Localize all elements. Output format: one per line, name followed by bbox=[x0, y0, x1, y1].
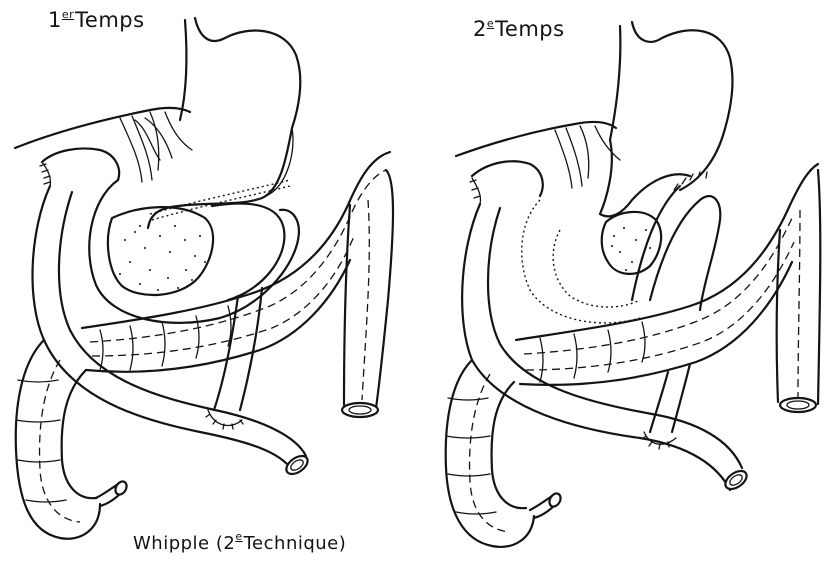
mid-limb-sutures-2 bbox=[642, 432, 676, 449]
liver-edge-2 bbox=[456, 122, 616, 156]
duodenum-stump bbox=[42, 149, 119, 181]
panel-label-second-stage: 2eTemps bbox=[473, 17, 565, 41]
bile-duct bbox=[135, 118, 172, 160]
panel-label-superscript: e bbox=[487, 17, 494, 30]
panel-second-stage bbox=[446, 22, 821, 547]
left-loop-outer bbox=[33, 186, 292, 470]
left-loop-open-end-2 bbox=[722, 467, 750, 492]
resected-region-inner bbox=[553, 230, 640, 307]
ascending-colon-outer-2 bbox=[446, 360, 534, 547]
right-limb-dash-2 bbox=[798, 210, 800, 398]
transverse-colon-top bbox=[82, 152, 390, 328]
pancreas-stump bbox=[108, 207, 213, 295]
caption-part-b: Technique) bbox=[244, 533, 347, 554]
stomach-outline bbox=[148, 18, 300, 228]
appendix-tip bbox=[113, 479, 129, 496]
duodenal-c-loop-outer bbox=[89, 180, 299, 323]
stomach-upper-line bbox=[180, 20, 186, 120]
ascending-colon-haustra bbox=[16, 380, 66, 502]
resected-region-outline bbox=[522, 200, 640, 323]
mid-limb-left-2 bbox=[650, 372, 668, 432]
panel-label-word: Temps bbox=[495, 17, 564, 41]
stump-sutures-2 bbox=[470, 178, 481, 204]
transverse-colon-top-2 bbox=[516, 164, 818, 340]
ascending-colon-haustra-2 bbox=[446, 398, 496, 514]
ascending-colon-inner bbox=[62, 370, 96, 498]
stomach-stump-2 bbox=[600, 140, 690, 216]
caption-superscript: e bbox=[235, 530, 242, 543]
pancreas-sutures bbox=[150, 180, 290, 220]
right-limb-right-wall-2 bbox=[818, 170, 820, 404]
ascending-colon-inner-2 bbox=[492, 382, 526, 508]
right-limb-left-wall-2 bbox=[777, 230, 780, 402]
ascending-colon-dash-2 bbox=[470, 374, 510, 532]
panel-label-first-stage: 1erTemps bbox=[48, 8, 145, 32]
stump-sutures bbox=[40, 162, 51, 186]
pancreas-stipple bbox=[119, 225, 206, 291]
right-limb-right-wall bbox=[376, 170, 393, 408]
panel-label-number: 2 bbox=[473, 17, 487, 41]
right-limb-open-end bbox=[342, 403, 378, 417]
duodenum-stump-2 bbox=[472, 161, 543, 196]
panel-label-number: 1 bbox=[48, 8, 62, 32]
panel-label-word: Temps bbox=[75, 8, 144, 32]
figure-caption: Whipple (2eTechnique) bbox=[133, 530, 346, 554]
ligament-lines bbox=[120, 112, 192, 182]
mid-limb-right bbox=[240, 288, 262, 410]
caption-part-a: Whipple (2 bbox=[133, 533, 235, 554]
right-limb-dash bbox=[362, 200, 369, 400]
panel-first-stage bbox=[15, 18, 393, 539]
stomach-outline-2 bbox=[632, 22, 732, 190]
jejunal-loop-left bbox=[632, 186, 680, 300]
stomach-upper-line-2 bbox=[610, 26, 620, 140]
appendix-tip-2 bbox=[547, 491, 563, 508]
right-limb-open-end-2 bbox=[780, 398, 816, 412]
liver-edge bbox=[15, 108, 190, 148]
panel-label-superscript: er bbox=[62, 8, 74, 21]
left-loop-inner bbox=[59, 192, 306, 456]
pancreas-stump-2 bbox=[602, 212, 661, 274]
right-limb-left-wall bbox=[344, 205, 350, 405]
